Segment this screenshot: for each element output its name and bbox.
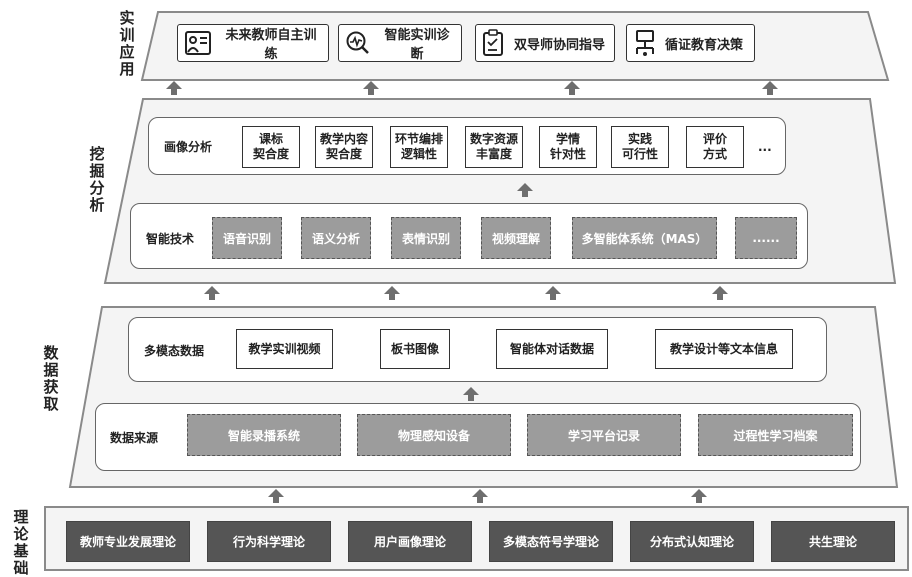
up-arrow-icon [472,489,488,503]
portrait-item: 实践 可行性 [611,126,669,168]
side-label-theory: 理论基础 [13,508,29,577]
diagnosis-icon [346,31,369,54]
portrait-item: 数字资源 丰富度 [465,126,523,168]
teacher-board-icon [185,31,211,55]
multimodal-item: 教学实训视频 [236,329,333,369]
intelligent-tech-title: 智能技术 [146,232,195,246]
up-arrow-icon [762,81,778,95]
app-label: 双导师协同指导 [514,37,606,53]
tech-item: 表情识别 [391,217,461,259]
source-item: 过程性学习档案 [698,414,853,456]
up-arrow-icon [384,286,400,300]
tech-item: 语义分析 [301,217,371,259]
app-box-self-training[interactable]: 未来教师自主训练 [177,24,329,62]
up-arrow-icon [564,81,580,95]
data-sources-title: 数据来源 [110,431,159,445]
theory-item: 多模态符号学理论 [489,521,613,562]
decision-tree-icon [636,30,654,56]
up-arrow-icon [268,489,284,503]
side-label-acquisition: 数据获取 [43,344,59,413]
source-item: 智能录播系统 [187,414,341,456]
multimodal-item: 板书图像 [380,329,450,369]
app-box-evidence-decision[interactable]: 循证教育决策 [626,24,755,62]
up-arrow-icon [517,183,533,197]
portrait-analysis-title: 画像分析 [164,140,213,154]
up-arrow-icon [545,286,561,300]
app-box-dual-mentor[interactable]: 双导师协同指导 [475,24,615,62]
up-arrow-icon [166,81,182,95]
tech-item: 视频理解 [481,217,551,259]
tech-item: 语音识别 [212,217,282,259]
portrait-item: 环节编排 逻辑性 [390,126,448,168]
side-label-mining: 挖掘分析 [89,145,105,214]
app-label: 循证教育决策 [665,37,744,53]
up-arrow-icon [204,286,220,300]
portrait-item: 学情 针对性 [539,126,597,168]
up-arrow-icon [691,489,707,503]
portrait-item: 课标 契合度 [242,126,300,168]
portrait-item: 教学内容 契合度 [315,126,373,168]
theory-item: 行为科学理论 [207,521,331,562]
source-item: 学习平台记录 [527,414,681,456]
up-arrow-icon [363,81,379,95]
portrait-more: ... [758,140,772,154]
theory-item: 共生理论 [771,521,895,562]
tech-item: ...... [735,217,797,259]
theory-item: 用户画像理论 [348,521,472,562]
checklist-icon [483,29,503,56]
app-box-diagnosis[interactable]: 智能实训诊断 [338,24,462,62]
theory-item: 教师专业发展理论 [66,521,190,562]
app-label: 未来教师自主训练 [225,28,317,62]
multimodal-item: 教学设计等文本信息 [655,329,793,369]
tech-item: 多智能体系统（MAS） [572,217,717,259]
app-label: 智能实训诊断 [384,28,450,62]
multimodal-item: 智能体对话数据 [496,329,608,369]
source-item: 物理感知设备 [357,414,511,456]
portrait-item: 评价 方式 [686,126,744,168]
theory-item: 分布式认知理论 [630,521,754,562]
multimodal-data-title: 多模态数据 [144,344,205,358]
up-arrow-icon [712,286,728,300]
side-label-application: 实训应用 [119,9,135,78]
up-arrow-icon [463,387,479,401]
